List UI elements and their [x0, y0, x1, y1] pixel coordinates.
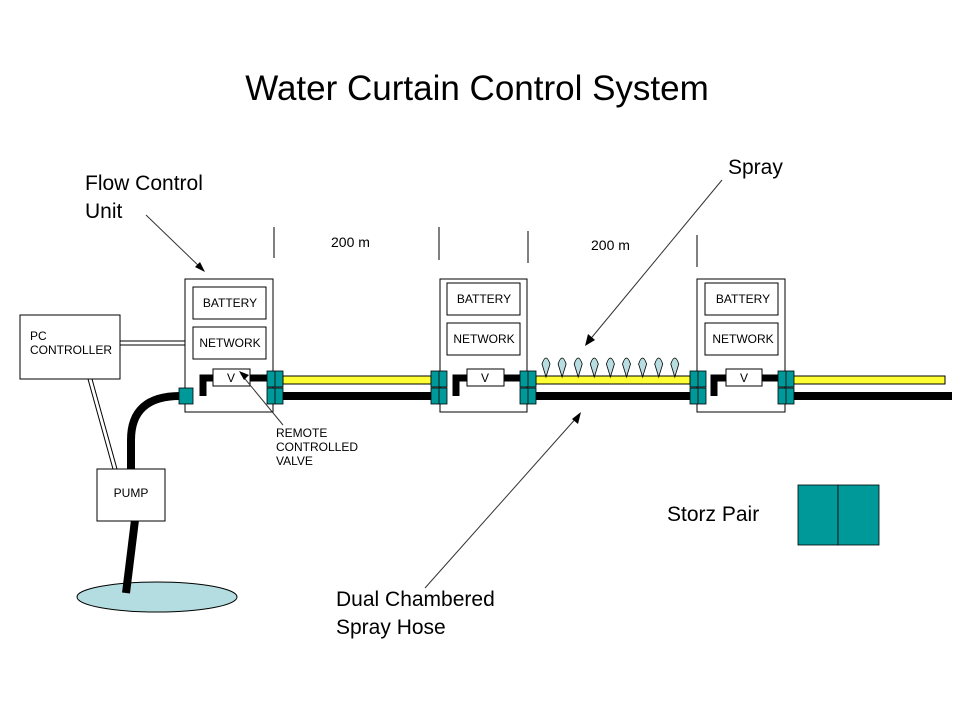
battery-label: BATTERY	[457, 292, 511, 306]
spray-hose-segment	[792, 375, 946, 385]
pc-controller-box	[19, 314, 121, 380]
network-box	[446, 322, 521, 356]
storz-pair-legend-right	[837, 484, 880, 546]
intake-hose	[122, 519, 139, 594]
spray-label: Spray	[728, 156, 783, 179]
pump-cable	[91, 378, 118, 470]
flow-control-unit-1: BATTERY NETWORK V	[178, 278, 284, 413]
pump-label: PUMP	[114, 486, 149, 500]
spray-hose-segment	[535, 375, 691, 385]
valve-label: V	[227, 371, 235, 385]
arrowhead-icon	[572, 412, 581, 424]
valve-label: V	[481, 371, 489, 385]
battery-box	[192, 286, 267, 320]
spray-nozzle-icon	[605, 357, 615, 379]
water-reservoir	[76, 581, 238, 613]
hose-label-2: Spray Hose	[336, 616, 446, 639]
arrowhead-icon	[239, 371, 249, 380]
flow-control-unit-3: BATTERY NETWORK V	[689, 278, 795, 413]
remote-valve-label-2: CONTROLLED	[276, 440, 358, 454]
network-box	[704, 322, 779, 356]
spray-nozzle-icon	[557, 357, 567, 379]
spray-nozzle-icon	[638, 357, 648, 379]
spray-nozzle-icon	[654, 357, 664, 379]
arrowhead-icon	[195, 262, 205, 272]
arrowhead-icon	[585, 334, 595, 346]
pump-box	[96, 468, 166, 522]
spray-arrow	[587, 179, 723, 343]
spray-nozzle-icon	[670, 357, 680, 379]
storz-pair-legend-left	[797, 484, 839, 546]
spray-nozzles	[541, 357, 680, 379]
network-label: NETWORK	[199, 336, 260, 350]
flow-control-arrow	[145, 214, 204, 271]
pump-cable	[87, 378, 114, 470]
feed-hose	[127, 392, 190, 470]
flow-control-unit-2: BATTERY NETWORK V	[430, 278, 537, 413]
hose-arrow	[424, 415, 579, 589]
valve-box	[466, 368, 505, 387]
hose-label: Dual Chambered	[336, 588, 495, 611]
remote-valve-label: REMOTE	[276, 426, 327, 440]
spray-hose-segment	[282, 375, 432, 385]
battery-box	[704, 282, 779, 316]
spray-nozzle-icon	[541, 357, 551, 379]
storz-connector	[178, 387, 194, 405]
pc-controller-label: PC	[30, 329, 47, 343]
network-label: NETWORK	[712, 332, 773, 346]
pc-controller-label-2: CONTROLLER	[30, 343, 112, 357]
spray-nozzle-icon	[589, 357, 599, 379]
flow-control-unit-label: Flow Control	[85, 172, 203, 195]
battery-label: BATTERY	[203, 296, 257, 310]
distance-label-2: 200 m	[591, 237, 630, 253]
battery-box	[446, 282, 521, 316]
remote-valve-label-3: VALVE	[276, 454, 313, 468]
spray-nozzle-icon	[573, 357, 583, 379]
valve-box	[725, 368, 763, 387]
valve-label: V	[740, 371, 748, 385]
spray-nozzle-icon	[622, 357, 631, 379]
battery-label: BATTERY	[716, 292, 770, 306]
storz-pair-label: Storz Pair	[667, 503, 759, 526]
valve-arrow	[240, 373, 284, 426]
distance-label-1: 200 m	[331, 234, 370, 250]
network-label: NETWORK	[453, 332, 514, 346]
flow-control-unit-label-2: Unit	[85, 200, 123, 223]
network-box	[192, 326, 267, 360]
diagram-title: Water Curtain Control System	[245, 69, 709, 108]
